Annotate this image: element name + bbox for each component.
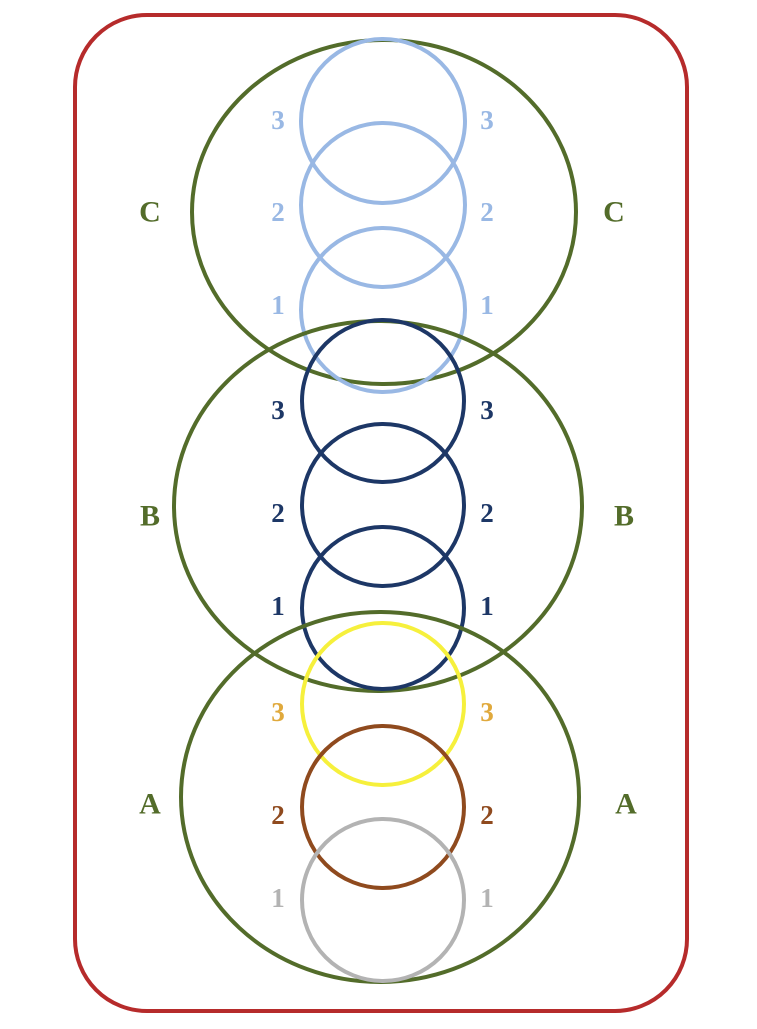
- group-c-ring-1: [299, 226, 467, 394]
- group-c-ellipse: [190, 38, 578, 386]
- group-a-ellipse: [179, 610, 581, 984]
- group-b-ring-3-label-left: 3: [271, 395, 285, 425]
- group-a-ring-2-label-right: 2: [480, 800, 494, 830]
- group-a-ring-1-label-right: 1: [480, 883, 494, 913]
- group-c-ring-1-label-left: 1: [271, 290, 285, 320]
- group-b-ellipse: [172, 319, 584, 693]
- group-a-ring-2: [300, 724, 466, 890]
- group-c-label-left: C: [139, 196, 161, 229]
- group-c-ring-1-label-right: 1: [480, 290, 494, 320]
- group-a-ring-2-label-left: 2: [271, 800, 285, 830]
- group-c-ring-2-label-left: 2: [271, 197, 285, 227]
- group-c-ring-3-label-right: 3: [480, 105, 494, 135]
- group-a-ring-1: [300, 817, 466, 983]
- group-c-label-right: C: [603, 196, 625, 229]
- group-c-ring-2-label-right: 2: [480, 197, 494, 227]
- group-b-ring-2-label-right: 2: [480, 498, 494, 528]
- group-b-ring-3-label-right: 3: [480, 395, 494, 425]
- group-c-ring-3: [299, 37, 467, 205]
- group-b-ring-1-label-right: 1: [480, 591, 494, 621]
- group-c-ring-3-label-left: 3: [271, 105, 285, 135]
- group-b-ring-2-label-left: 2: [271, 498, 285, 528]
- group-b-ring-1-label-left: 1: [271, 591, 285, 621]
- group-a-ring-3-label-left: 3: [271, 697, 285, 727]
- group-b-ring-3: [300, 318, 466, 484]
- group-b-ring-2: [300, 422, 466, 588]
- group-b-label-right: B: [614, 500, 634, 533]
- outer-frame: [73, 13, 689, 1013]
- group-b-ring-1: [300, 525, 466, 691]
- group-a-ring-3-label-right: 3: [480, 697, 494, 727]
- group-b-label-left: B: [140, 500, 160, 533]
- group-a-label-left: A: [139, 788, 161, 821]
- group-c-ring-2: [299, 121, 467, 289]
- group-a-label-right: A: [615, 788, 637, 821]
- group-a-ring-1-label-left: 1: [271, 883, 285, 913]
- group-a-ring-3: [300, 621, 466, 787]
